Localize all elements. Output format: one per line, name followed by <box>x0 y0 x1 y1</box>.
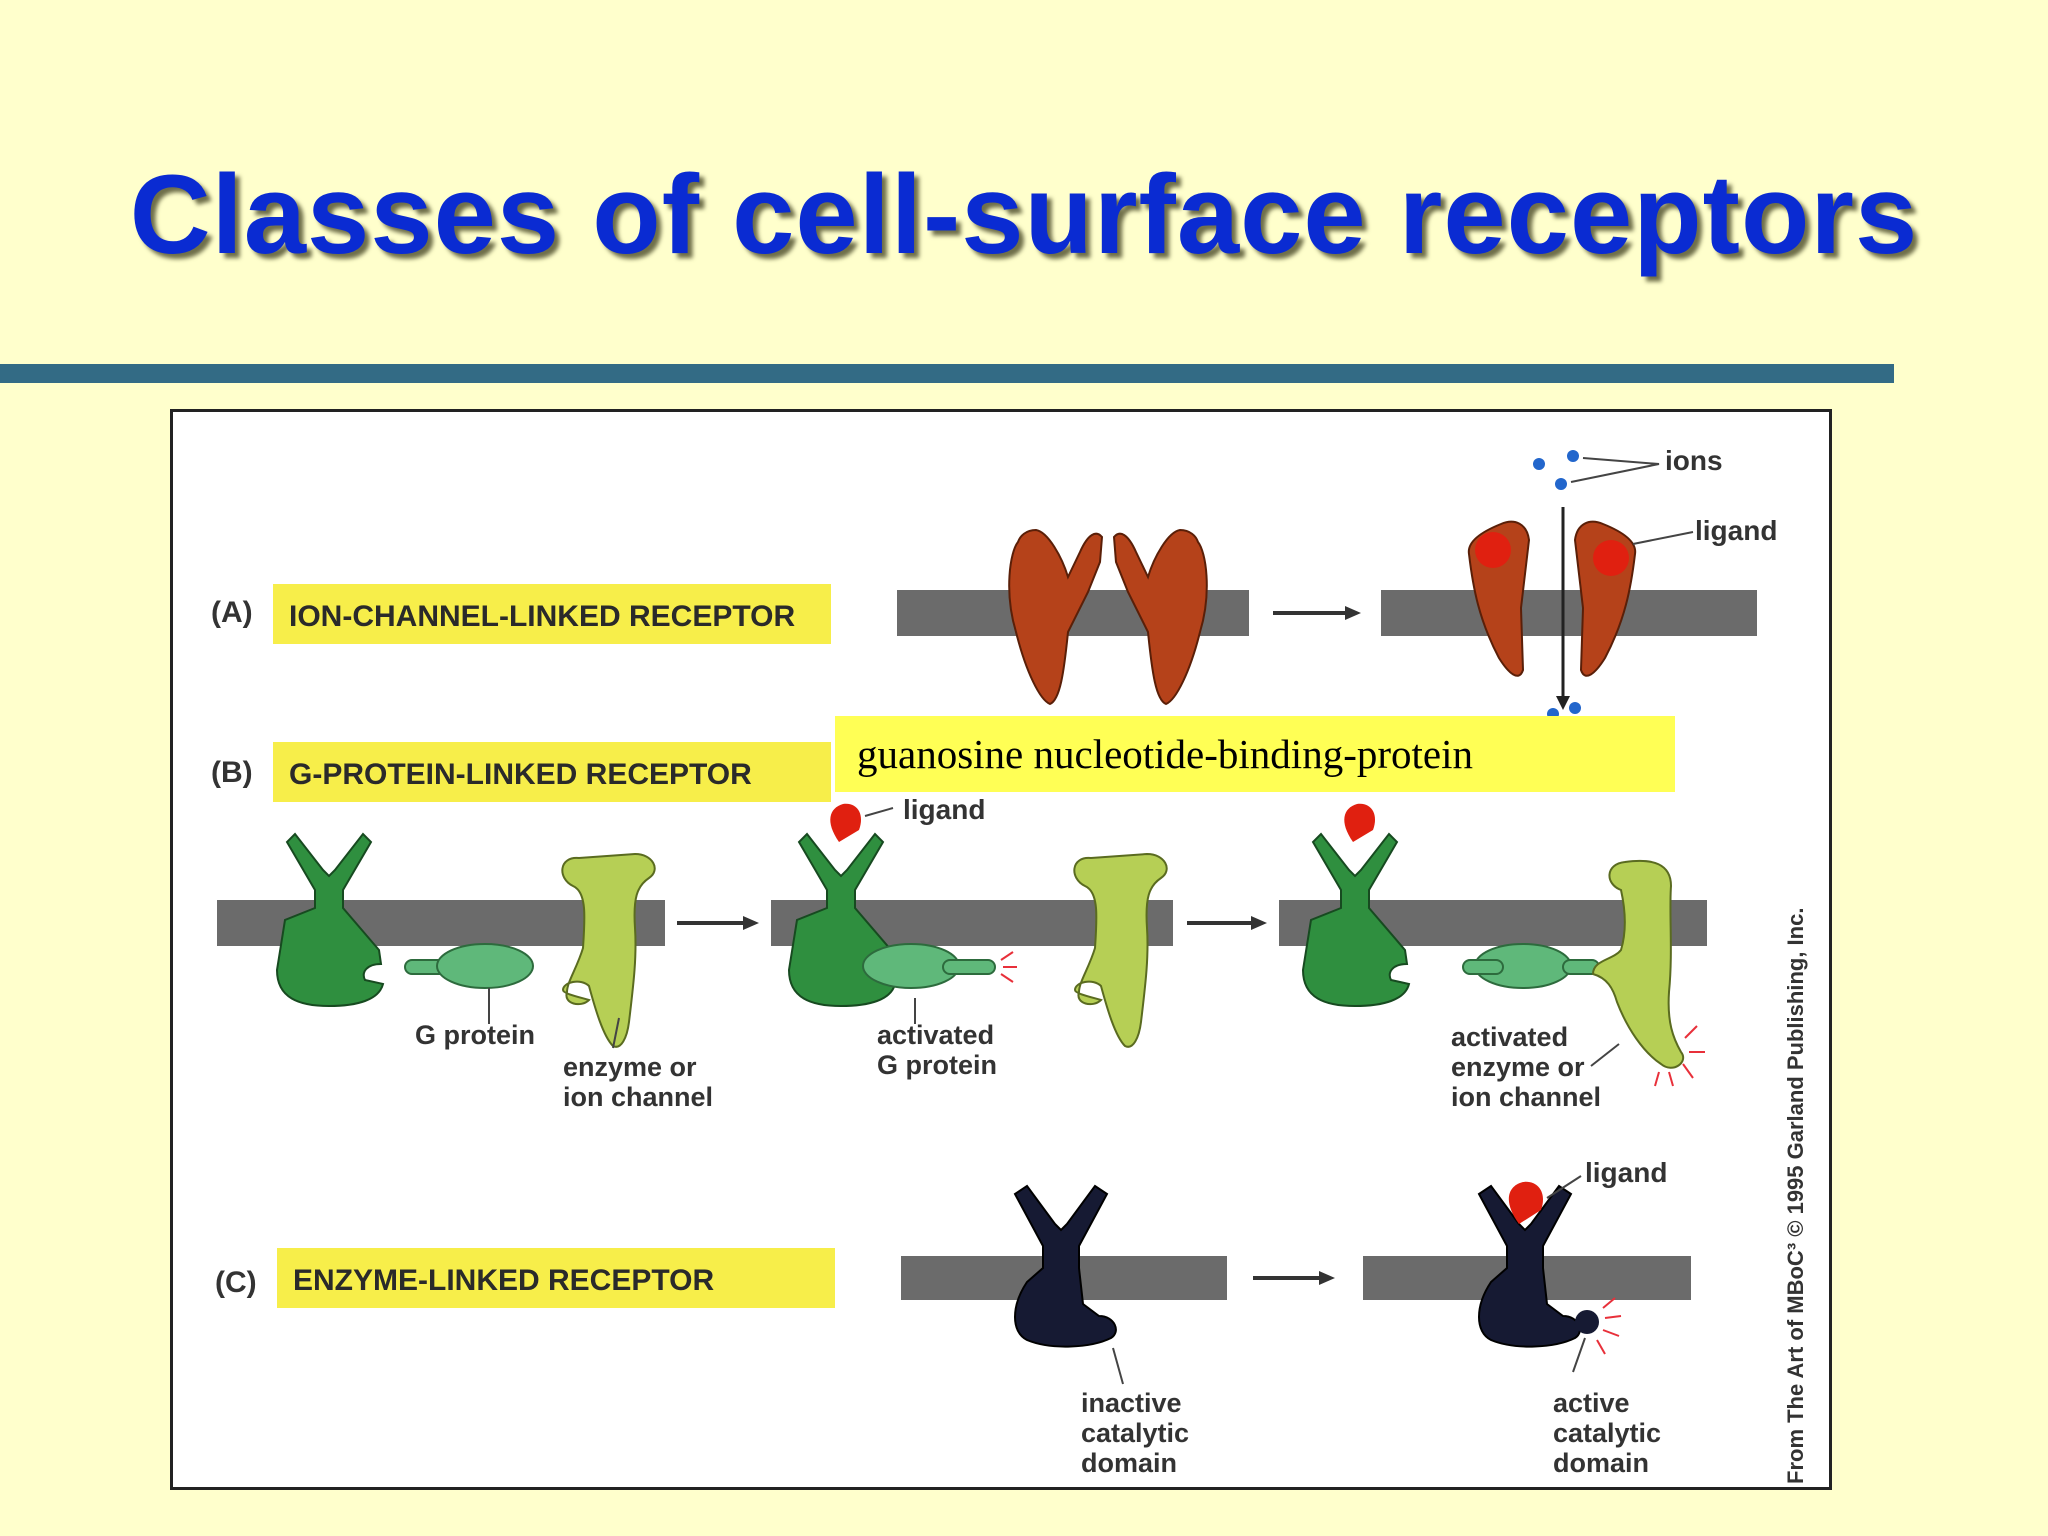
active-pointer <box>1572 1337 1586 1373</box>
g-protein <box>404 943 534 989</box>
inactive-label-2: catalytic <box>1081 1418 1189 1448</box>
activated-g-label-2: G protein <box>877 1050 997 1080</box>
activated-enzyme-label-3: ion channel <box>1451 1082 1601 1112</box>
ligand <box>1475 532 1511 568</box>
panel-b-label: G-PROTEIN-LINKED RECEPTOR <box>289 758 752 791</box>
panel-b-ligand-label: ligand <box>903 794 985 825</box>
panel-a-ligand-label: ligand <box>1695 515 1777 546</box>
panel-b-label-box <box>273 742 831 802</box>
activated-enzyme-label-2: enzyme or <box>1451 1052 1585 1082</box>
arrow-c-head <box>1319 1271 1335 1285</box>
title-rule <box>0 364 1894 383</box>
panel-c-label: ENZYME-LINKED RECEPTOR <box>293 1264 714 1297</box>
ions-label: ions <box>1665 445 1723 476</box>
enzyme-or-ion-channel <box>1073 853 1168 1048</box>
panel-a-label: ION-CHANNEL-LINKED RECEPTOR <box>289 600 795 633</box>
ligand-pointer <box>1546 1175 1582 1199</box>
enzyme-or-ion-channel <box>561 853 656 1048</box>
activated-g-protein <box>862 943 996 989</box>
active-label-2: catalytic <box>1553 1418 1661 1448</box>
enzyme-label-2: ion channel <box>563 1082 713 1112</box>
active-label-1: active <box>1553 1388 1630 1418</box>
activated-enzyme-label-1: activated <box>1451 1022 1568 1052</box>
g-protein-label: G protein <box>415 1020 535 1050</box>
panel-a-label-box <box>273 584 831 644</box>
membrane <box>1381 590 1757 636</box>
enzyme-label-1: enzyme or <box>563 1052 697 1082</box>
figure-credit: From The Art of MBoC³ © 1995 Garland Pub… <box>1783 908 1808 1484</box>
activated-g-label-1: activated <box>877 1020 994 1050</box>
panel-c-label-box <box>277 1248 835 1308</box>
active-catalytic-bump <box>1575 1310 1599 1334</box>
ligand <box>1593 540 1629 576</box>
arrow-b1-head <box>743 916 759 930</box>
overlay-note: guanosine nucleotide-binding-protein <box>835 716 1675 792</box>
ions-pointer <box>1570 457 1660 483</box>
panel-c-ligand-label: ligand <box>1585 1157 1667 1188</box>
ligand <box>830 803 862 842</box>
active-label-3: domain <box>1553 1448 1649 1478</box>
ligand <box>1344 803 1376 842</box>
activation-marks <box>1654 1025 1705 1087</box>
panel-c-letter: (C) <box>215 1266 257 1299</box>
figure-panel: (A) ION-CHANNEL-LINKED RECEPTOR ions lig… <box>170 409 1832 1490</box>
activation-marks <box>1596 1297 1622 1355</box>
inactive-label-1: inactive <box>1081 1388 1182 1418</box>
arrow-b2-head <box>1251 916 1267 930</box>
inactive-pointer <box>1112 1347 1124 1385</box>
receptor-diagram: (A) ION-CHANNEL-LINKED RECEPTOR ions lig… <box>211 445 1808 1484</box>
panel-a-letter: (A) <box>211 596 253 629</box>
inactive-label-3: domain <box>1081 1448 1177 1478</box>
enzyme-pointer <box>612 1017 620 1049</box>
arrow-a-head <box>1345 606 1361 620</box>
ligand <box>1508 1181 1543 1224</box>
ions <box>1533 450 1581 720</box>
ligand-pointer <box>864 807 894 817</box>
activated-g-protein <box>1462 943 1600 989</box>
activated-enzyme-pointer <box>1590 1043 1620 1067</box>
ligand-pointer <box>1632 531 1694 545</box>
slide-title: Classes of cell-surface receptors <box>129 152 1919 277</box>
panel-b-letter: (B) <box>211 756 253 789</box>
ion-flow-arrow-head <box>1556 696 1570 710</box>
activation-marks <box>1000 951 1017 983</box>
activated-enzyme <box>1591 859 1684 1069</box>
